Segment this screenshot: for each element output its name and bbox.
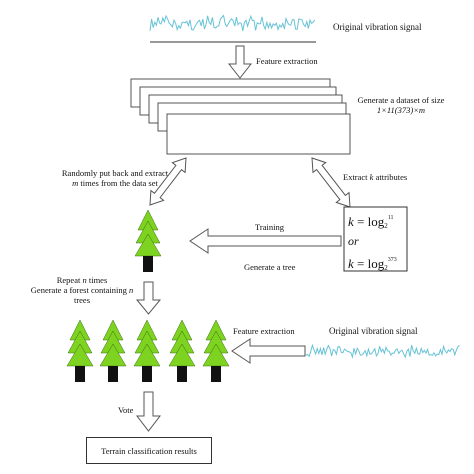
generate-tree-label: Generate a tree (244, 262, 296, 272)
extract-prefix: Extract (343, 172, 370, 182)
formula-exp-11: 11 (387, 215, 394, 221)
bottom-vibration-signal-waveform (305, 343, 460, 359)
formula-base: 2 (384, 222, 388, 230)
forest-var-n: n (128, 285, 134, 295)
tree-trunk (177, 366, 187, 382)
forest-tree-icon (168, 319, 196, 382)
feature-extraction-label-bottom: Feature extraction (233, 326, 295, 336)
random-forest (66, 319, 230, 382)
formula-or: or (348, 234, 359, 248)
formula-base-2: 2 (384, 264, 388, 272)
feature-extraction-arrow-bottom (231, 338, 306, 364)
forest-tree-icon (99, 319, 127, 382)
tree-trunk (143, 256, 153, 272)
forest-tree-icon (66, 319, 94, 382)
vote-label: Vote (118, 405, 134, 415)
feature-extraction-arrow-top (227, 45, 253, 79)
dataset-size-line2: 1×11(373)×m (376, 105, 426, 115)
result-label: Terrain classification results (101, 445, 197, 456)
decision-tree-icon (134, 209, 162, 272)
attribute-count-formula: k = log211 or k = log2373 (348, 209, 408, 273)
formula-eq-2: = log (353, 256, 385, 271)
formula-row-373: k = log2373 (348, 253, 397, 275)
repeat-suffix: times (86, 275, 108, 285)
training-arrow (189, 228, 342, 254)
repeat-line1: Repeat n times (22, 275, 142, 285)
repeat-prefix: Repeat (56, 275, 83, 285)
vote-arrow (135, 391, 162, 432)
extract-var-k: k (369, 172, 374, 182)
forest-prefix: Generate a forest containing (30, 285, 129, 295)
tree-trunk (108, 366, 118, 382)
bootstrap-double-arrow (149, 157, 187, 206)
repeat-line3: trees (73, 295, 91, 305)
forest-tree-icon (202, 319, 230, 382)
tree-trunk (75, 366, 85, 382)
dataset-sheet (166, 113, 351, 155)
bootstrap-line1: Randomly put back and extract (61, 168, 169, 178)
top-vibration-signal-waveform (149, 14, 316, 32)
tree-trunk (142, 366, 152, 382)
repeat-arrow (135, 281, 162, 315)
bootstrap-sampling-label: Randomly put back and extract m times fr… (40, 168, 190, 188)
repeat-label: Repeat n times Generate a forest contain… (22, 275, 142, 305)
extract-attributes-label: Extract k attributes (343, 172, 407, 182)
training-label: Training (255, 222, 284, 232)
double-arrow-shape (311, 157, 351, 208)
signal-label-top: Original vibration signal (333, 22, 422, 32)
bootstrap-line2: m times from the data set (40, 178, 190, 188)
formula-box (343, 206, 408, 272)
tree-trunk (211, 366, 221, 382)
dataset-size-line1: Generate a dataset of size (357, 95, 445, 105)
double-arrow-shape (149, 157, 187, 206)
repeat-var-n: n (82, 275, 87, 285)
dataset-size-label: Generate a dataset of size 1×11(373)×m (336, 95, 466, 115)
bootstrap-line2-rest: times from the data set (78, 178, 158, 188)
repeat-line2: Generate a forest containing n (22, 285, 142, 295)
formula-row-11: k = log211 (348, 211, 394, 233)
terrain-classification-results-box: Terrain classification results (86, 437, 212, 464)
attribute-double-arrow (311, 157, 351, 208)
formula-eq: = log (353, 214, 385, 229)
formula-exp-373: 373 (387, 257, 397, 263)
extract-suffix: attributes (373, 172, 408, 182)
formula-k-2: k (348, 256, 354, 271)
bootstrap-var-m: m (72, 178, 79, 188)
dataset-stack (130, 78, 351, 155)
formula-k: k (348, 214, 354, 229)
forest-tree-icon (133, 319, 161, 382)
feature-extraction-label-top: Feature extraction (256, 56, 318, 66)
signal-label-bottom: Original vibration signal (329, 326, 418, 336)
